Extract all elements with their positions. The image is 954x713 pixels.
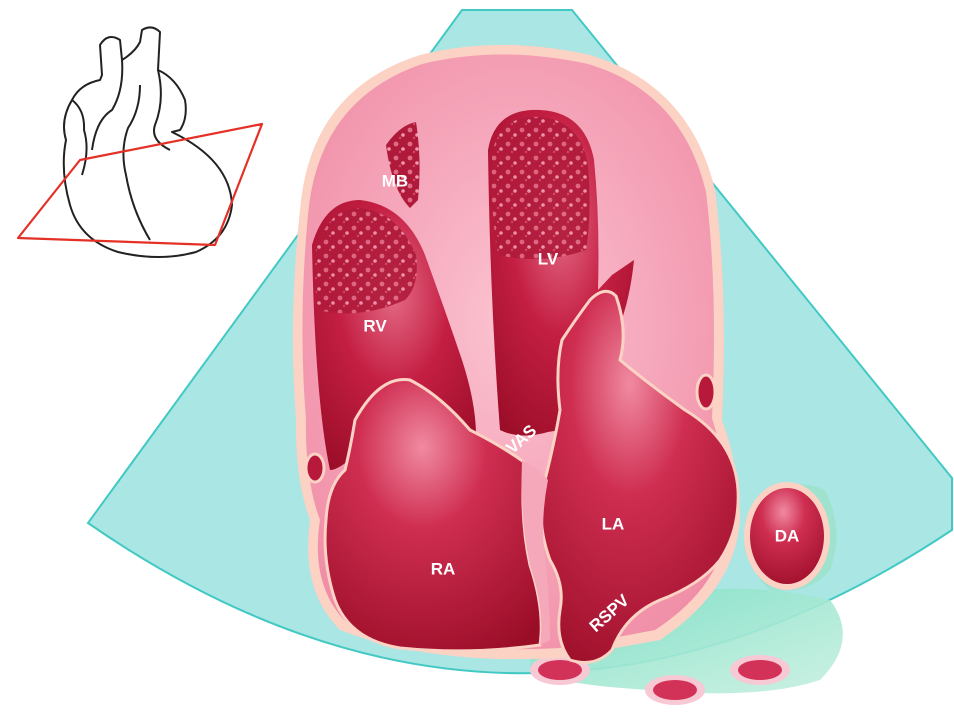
lv-trabeculations xyxy=(492,117,590,259)
vessel-cross-section xyxy=(538,660,582,680)
label-mb: MB xyxy=(382,171,408,190)
label-rv: RV xyxy=(363,316,387,335)
vessel-cross-section xyxy=(653,680,697,700)
label-ra: RA xyxy=(431,559,456,578)
orientation-heart-icon xyxy=(64,27,232,257)
coronary-vessel-left xyxy=(306,454,324,482)
label-da: DA xyxy=(775,526,800,545)
coronary-vessel-right xyxy=(697,375,715,409)
label-lv: LV xyxy=(538,249,559,268)
label-la: LA xyxy=(602,514,625,533)
vessel-cross-section xyxy=(738,660,782,680)
